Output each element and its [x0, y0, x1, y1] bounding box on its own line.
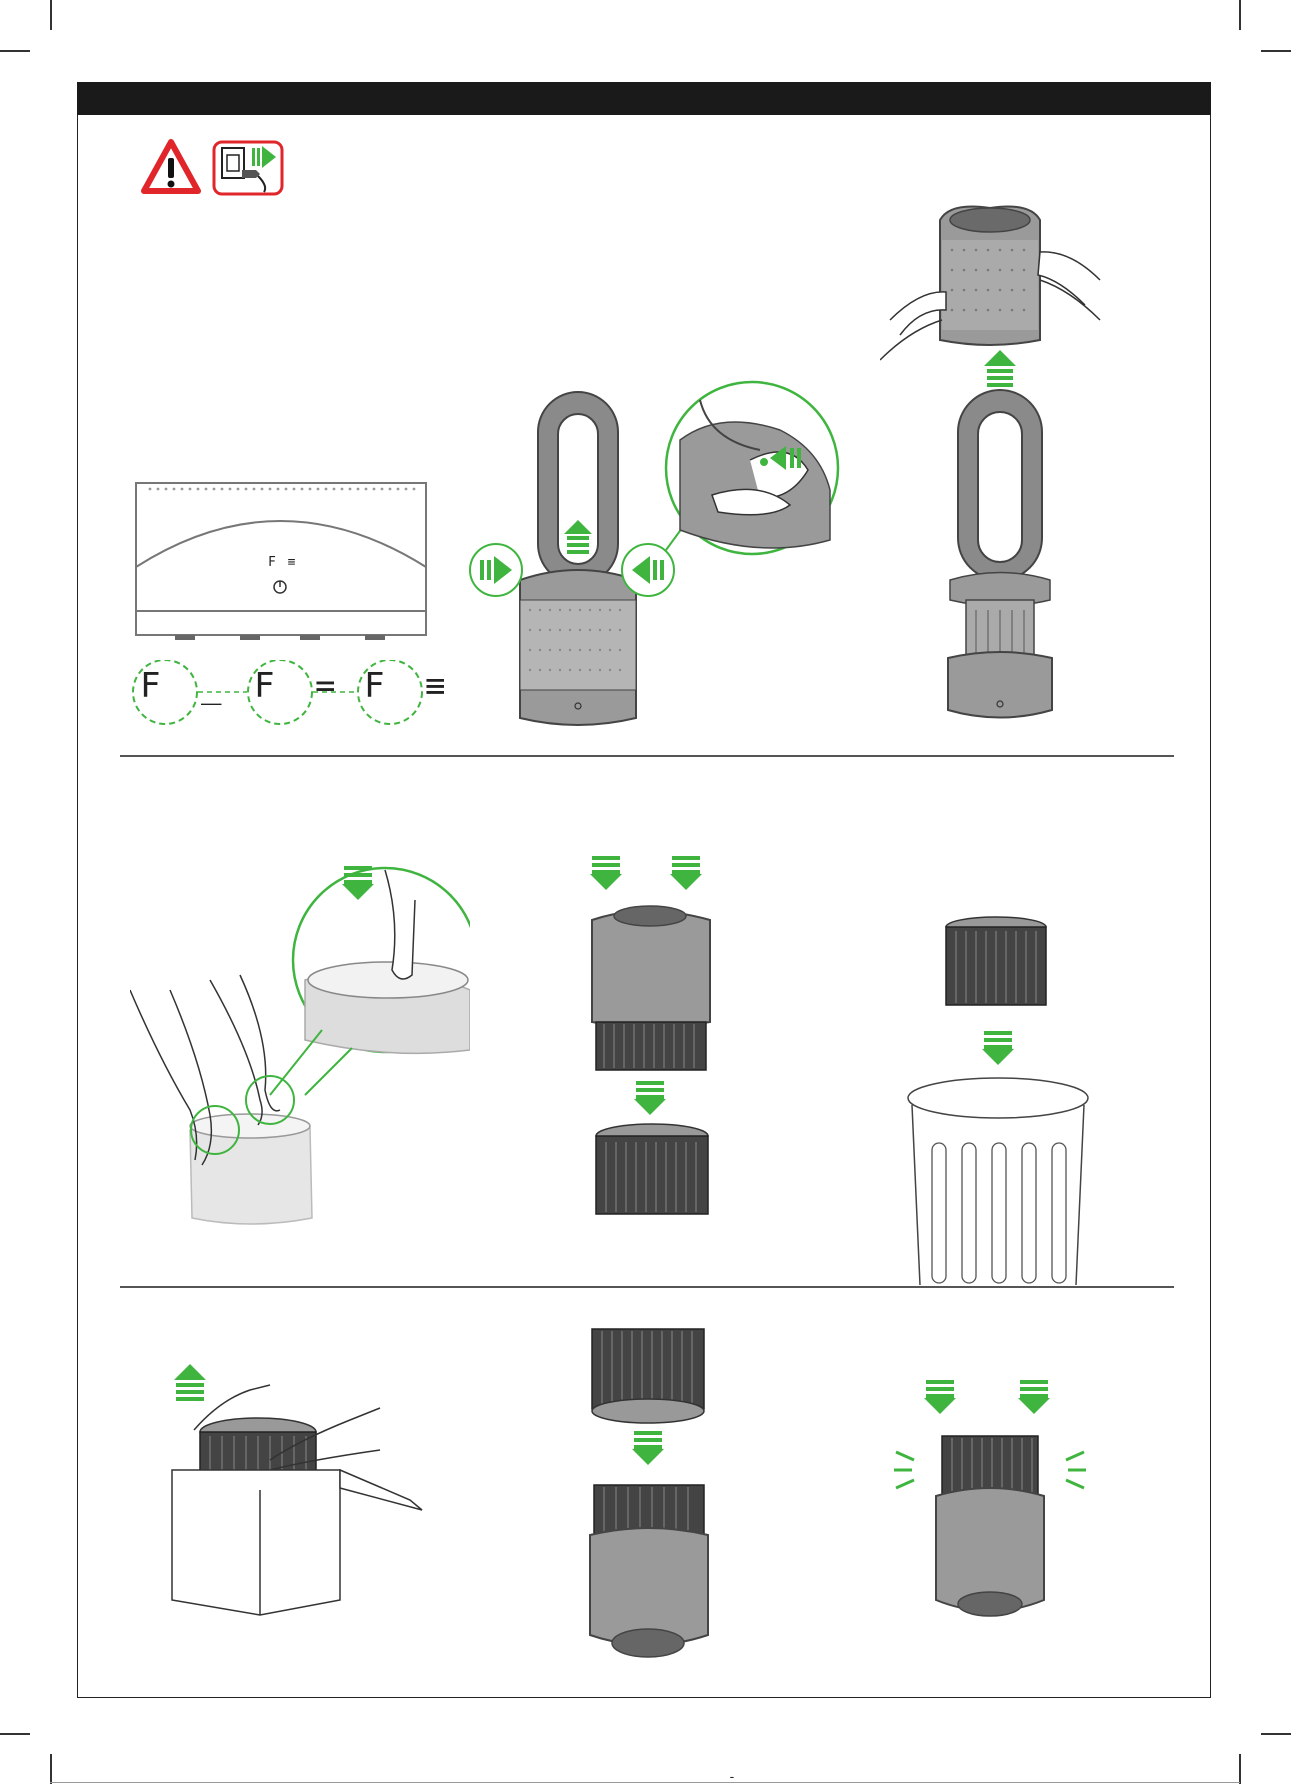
- crop-mark: [50, 0, 52, 30]
- crop-mark: [50, 1754, 52, 1784]
- filter-grip-illustration: [130, 860, 470, 1240]
- bottom-registration-line: [50, 1782, 1240, 1783]
- crop-mark: [1261, 1733, 1291, 1735]
- crop-mark: [0, 50, 30, 52]
- warning-triangle-icon: [140, 138, 202, 196]
- display-code-3: F ≡: [364, 666, 455, 706]
- display-code-1: F _: [140, 666, 231, 706]
- filter-click-illustration: [890, 1370, 1090, 1630]
- filter-unbox-illustration: [150, 1360, 430, 1620]
- unplug-icon: [212, 140, 284, 196]
- section-divider: [120, 1286, 1174, 1288]
- panel-display-code: F ≡: [268, 555, 297, 570]
- filter-discard-illustration: [900, 915, 1100, 1285]
- crop-mark: [1239, 0, 1241, 30]
- filter-insert-illustration: [570, 1325, 730, 1675]
- header-bar: [77, 82, 1211, 115]
- crop-mark: [0, 1733, 30, 1735]
- filter-separate-illustration: [570, 850, 730, 1230]
- display-code-2: F =: [254, 666, 345, 706]
- crop-mark: [1239, 1754, 1241, 1784]
- fan-lift-filter-illustration: [880, 180, 1110, 725]
- crop-mark: [1261, 50, 1291, 52]
- section-divider: [120, 755, 1174, 757]
- footer-mark: -: [728, 1770, 738, 1785]
- fan-release-illustration: [460, 380, 840, 730]
